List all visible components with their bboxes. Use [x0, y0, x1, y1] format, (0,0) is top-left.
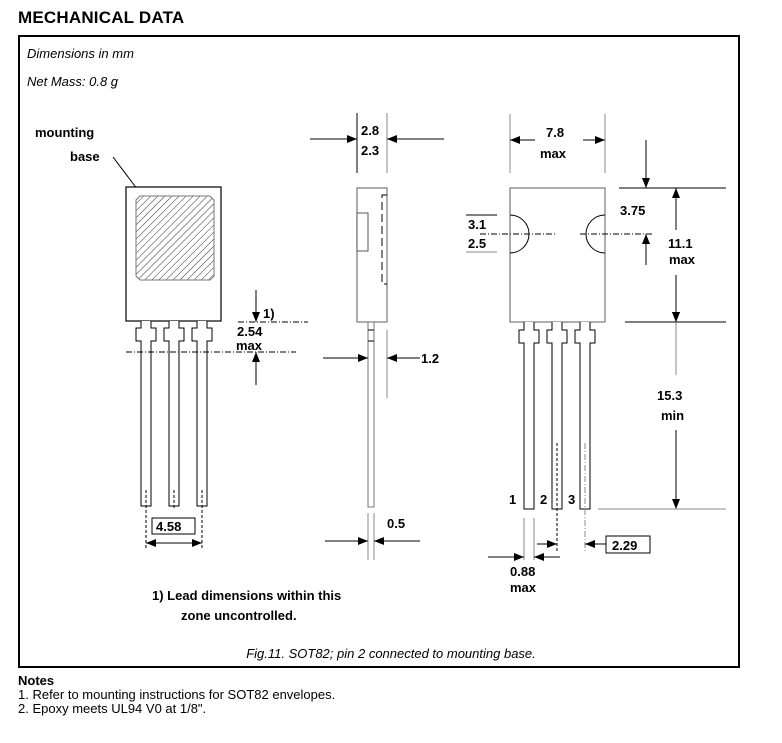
figure-frame	[18, 35, 740, 668]
pin-2-label: 2	[540, 492, 547, 507]
front-leads	[135, 321, 213, 507]
dim-hole-min: 2.5	[468, 236, 486, 251]
mass-note: Net Mass: 0.8 g	[27, 74, 119, 89]
dim-thickness-min: 2.3	[361, 143, 379, 158]
front-view: mounting base 1) 2.54 max 4.58	[35, 125, 308, 550]
notes-heading: Notes	[18, 673, 55, 688]
dim-lead-width-qual: max	[510, 580, 537, 595]
dim-lead-length: 15.3	[657, 388, 682, 403]
pin-1-label: 1	[509, 492, 516, 507]
dim-hole-offset: 3.75	[620, 203, 645, 218]
dim-body-height-qual: max	[669, 252, 696, 267]
mounting-label: mounting	[35, 125, 94, 140]
dim-body-height: 11.1	[668, 236, 693, 251]
dim-hole-max: 3.1	[468, 217, 486, 232]
footnote-line-2: zone uncontrolled.	[181, 608, 297, 623]
units-note: Dimensions in mm	[27, 46, 134, 61]
dim-lead-width: 0.88	[510, 564, 535, 579]
mounting-base-hatch	[135, 195, 215, 281]
side-view: 2.8 2.3 1.2 0.5	[310, 113, 444, 560]
dim-lead-spacing: 2.29	[612, 538, 637, 553]
note-item: 2. Epoxy meets UL94 V0 at 1/8".	[18, 701, 207, 716]
dim-lead-zone-qual: max	[236, 338, 263, 353]
figure-caption: Fig.11. SOT82; pin 2 connected to mounti…	[246, 646, 536, 661]
dim-pitch: 4.58	[156, 519, 181, 534]
base-label: base	[70, 149, 100, 164]
pin-3-label: 3	[568, 492, 575, 507]
dim-lead-thickness: 0.5	[387, 516, 405, 531]
footnote-line-1: 1) Lead dimensions within this	[152, 588, 341, 603]
footnote-marker: 1)	[263, 306, 275, 321]
dim-lead-zone: 2.54	[237, 324, 263, 339]
dim-thickness-max: 2.8	[361, 123, 379, 138]
dim-lead-length-qual: min	[661, 408, 684, 423]
page-title: MECHANICAL DATA	[18, 8, 185, 27]
notes-section: Notes 1. Refer to mounting instructions …	[18, 674, 335, 716]
dim-width: 7.8	[546, 125, 564, 140]
back-view: 7.8 max 3.1 2.5 3.75 11.1 max 15.3 min 1…	[466, 114, 726, 595]
dim-width-qual: max	[540, 146, 567, 161]
note-item: 1. Refer to mounting instructions for SO…	[18, 687, 336, 702]
dim-lead-shoulder: 1.2	[421, 351, 439, 366]
